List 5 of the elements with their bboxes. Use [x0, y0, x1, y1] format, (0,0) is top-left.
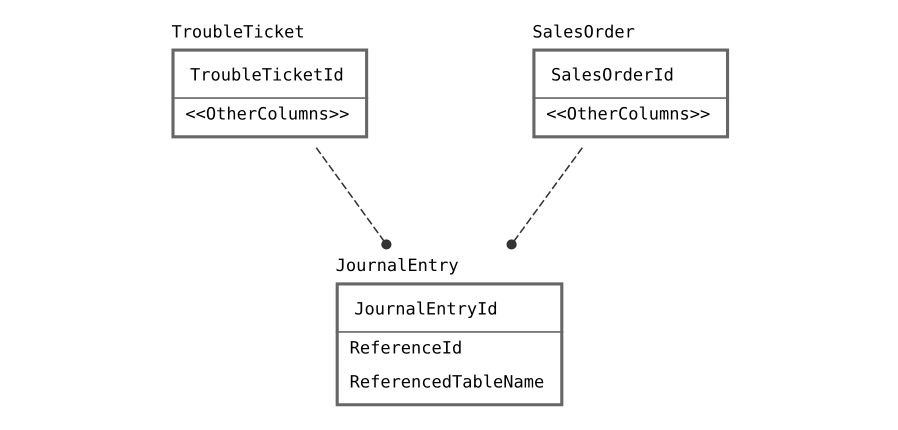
- connector: [506, 147, 582, 250]
- node-label: SalesOrder: [532, 22, 634, 42]
- node-label: TroubleTicket: [170, 22, 304, 42]
- connector: [315, 147, 392, 250]
- node-label: JournalEntry: [335, 256, 458, 276]
